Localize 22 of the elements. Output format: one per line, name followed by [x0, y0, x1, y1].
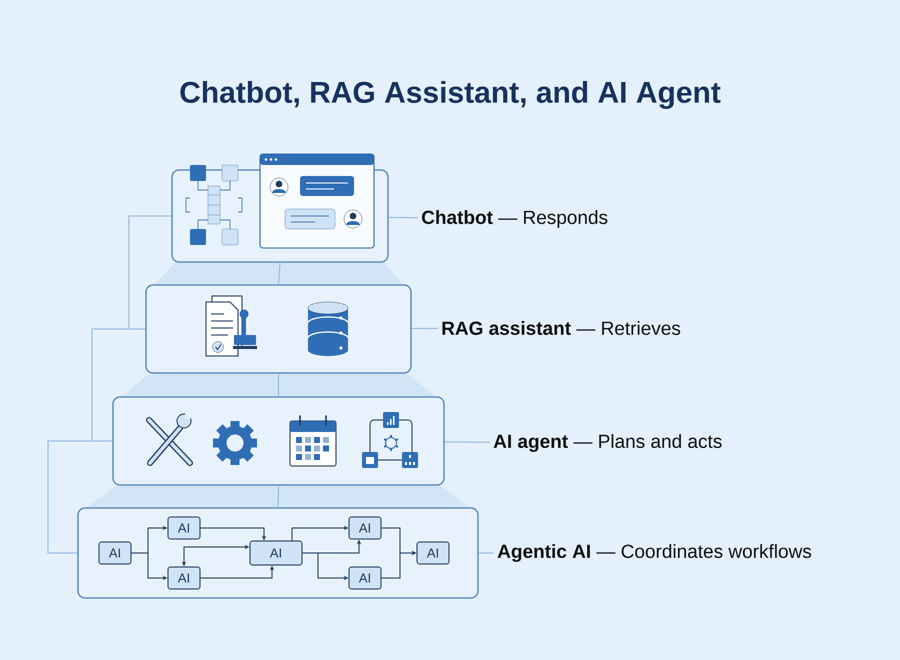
leader-line [444, 442, 490, 443]
connector-line [278, 262, 280, 285]
agent-box: AI [250, 540, 302, 566]
agent-box: AI [416, 542, 450, 564]
agent-box: AI [348, 516, 382, 540]
connector-line [92, 328, 146, 442]
tier-label: Agentic AI — Coordinates workflows [498, 544, 812, 562]
agent-box: AI [168, 516, 200, 540]
connector-line [278, 373, 279, 397]
agent-box: AI [348, 566, 382, 590]
connector-line [128, 216, 172, 330]
leader-line [388, 216, 418, 218]
tier-label: Chatbot — Responds [422, 210, 608, 228]
leader-line [411, 328, 438, 330]
agent-box: AI [168, 566, 200, 590]
agent-box: AI [98, 542, 132, 564]
tier-label: RAG assistant — Retrieves [442, 321, 680, 335]
leader-line [478, 552, 494, 554]
tier-label: AI agent — Plans and acts [494, 434, 722, 452]
connector-line [278, 485, 279, 508]
title: Chatbot, RAG Assistant, and AI Agent [180, 80, 720, 110]
connector-line [48, 440, 113, 554]
